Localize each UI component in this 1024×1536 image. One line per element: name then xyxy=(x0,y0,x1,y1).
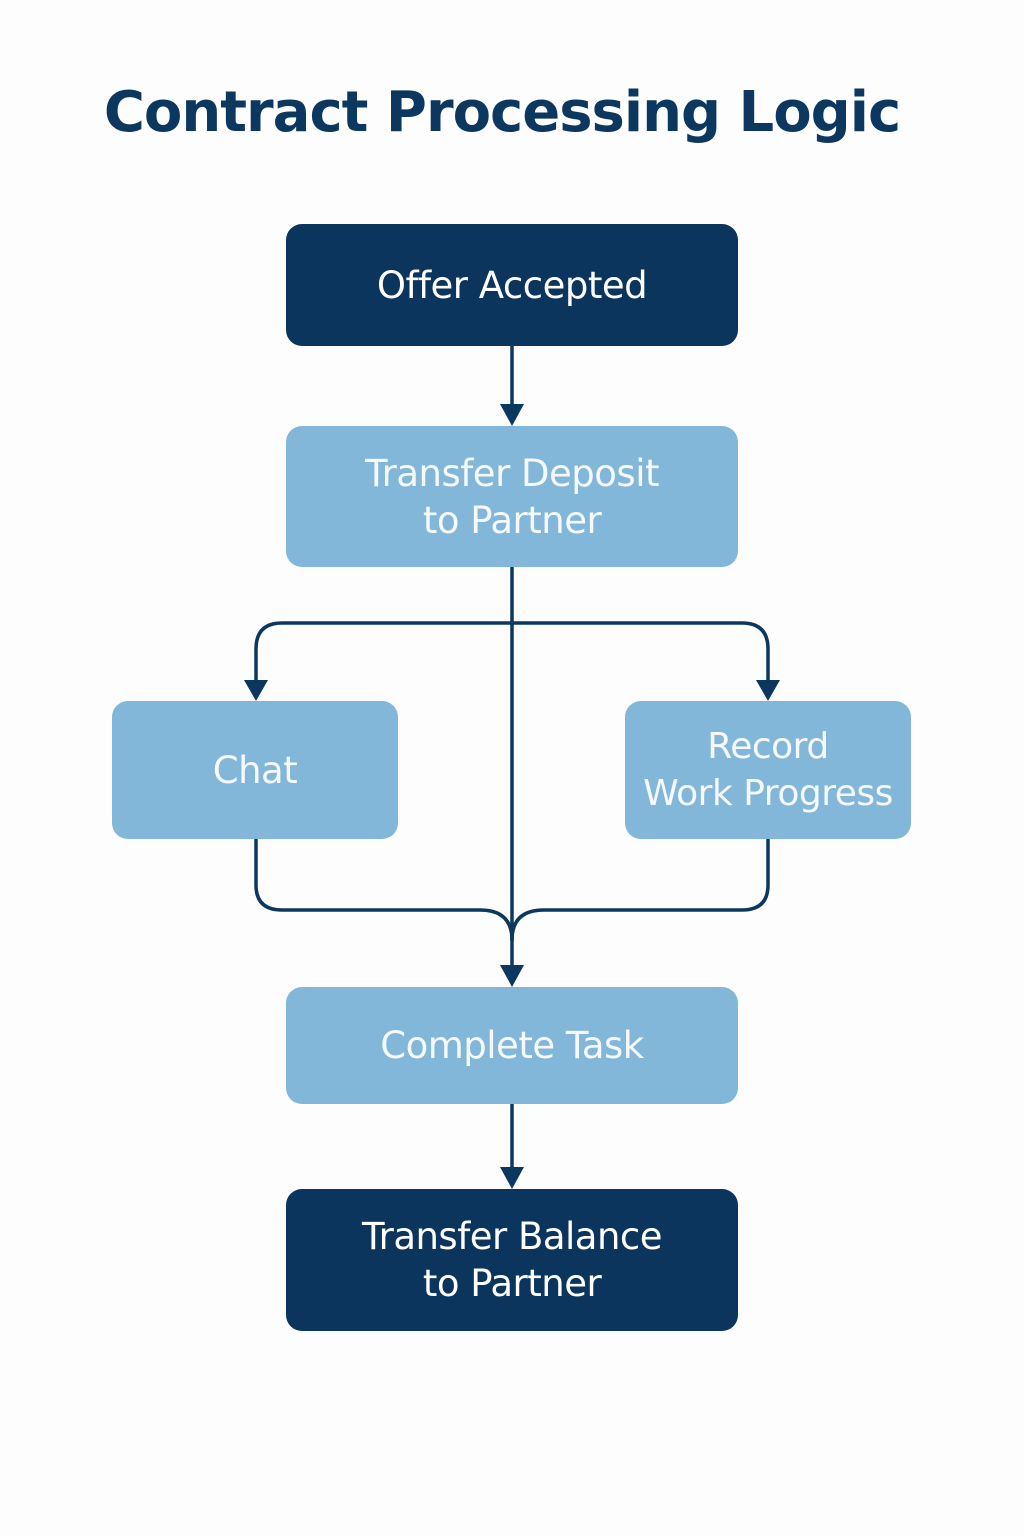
diagram-title: Contract Processing Logic xyxy=(103,80,901,145)
node-label: Chat xyxy=(212,748,298,792)
node-label: Complete Task xyxy=(380,1024,644,1067)
edge-deposit-to-record xyxy=(510,621,770,684)
node-label-line-1: Transfer Deposit xyxy=(365,451,659,495)
node-chat: Chat xyxy=(112,701,398,839)
edge-chat-to-complete xyxy=(254,837,514,942)
node-transfer-balance: Transfer Balance to Partner xyxy=(286,1189,738,1331)
node-label-line-1: Transfer Balance xyxy=(361,1215,663,1258)
node-record-work-progress: Record Work Progress xyxy=(625,701,911,839)
node-label-line-1: Record xyxy=(707,726,829,767)
node-offer-accepted: Offer Accepted xyxy=(286,224,738,346)
arrowhead-to-record xyxy=(756,680,780,701)
arrowhead-to-chat xyxy=(244,680,268,701)
node-transfer-deposit: Transfer Deposit to Partner xyxy=(286,426,738,567)
arrowhead-to-deposit xyxy=(500,404,524,426)
node-label-line-2: to Partner xyxy=(422,1262,602,1305)
node-label: Offer Accepted xyxy=(376,263,648,307)
arrowhead-to-complete xyxy=(500,965,524,987)
edge-deposit-to-chat xyxy=(254,621,514,684)
node-label-line-2: to Partner xyxy=(422,498,602,542)
node-label-line-2: Work Progress xyxy=(643,773,893,814)
arrowhead-to-balance xyxy=(500,1167,524,1189)
edge-record-to-complete xyxy=(510,837,770,942)
node-complete-task: Complete Task xyxy=(286,987,738,1104)
